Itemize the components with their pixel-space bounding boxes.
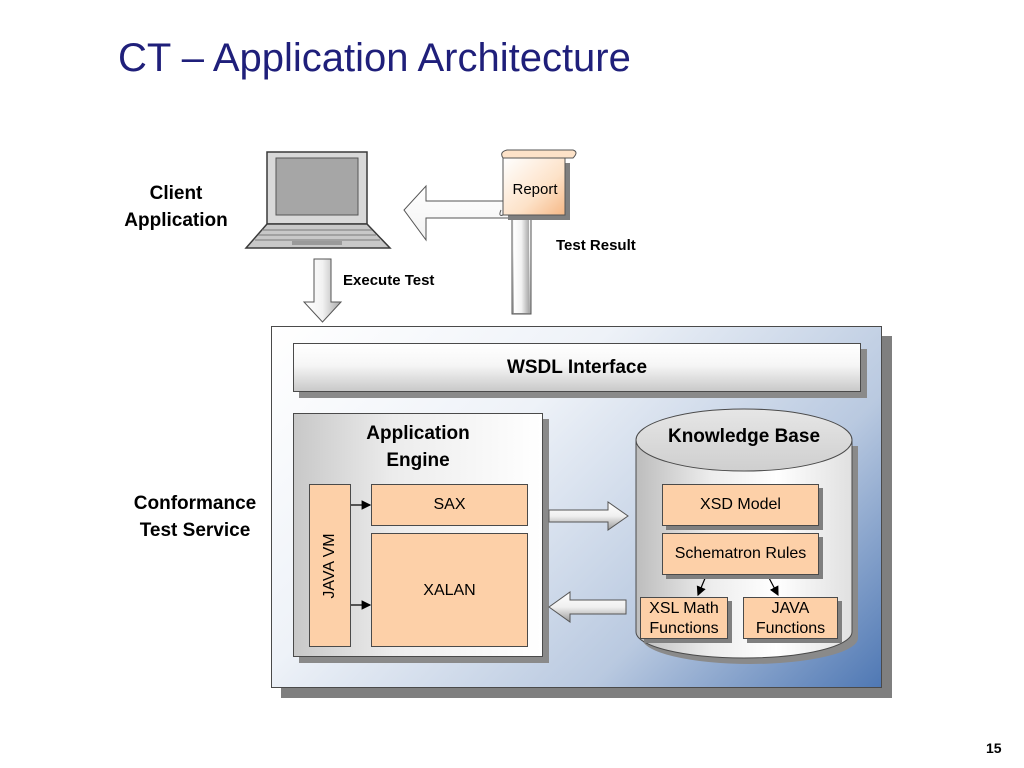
java-functions-box: JAVA Functions [743, 597, 838, 639]
client-label-line1: Client [149, 183, 203, 204]
xsl-math-line2: Functions [649, 620, 719, 637]
knowledge-base-title: Knowledge Base [667, 426, 821, 447]
kb-to-engine-arrow [548, 591, 627, 623]
xsl-math-functions-box: XSL Math Functions [640, 597, 728, 639]
sax-box: SAX [371, 484, 528, 526]
report-scroll-icon [499, 149, 577, 220]
engine-to-kb-arrow [548, 501, 629, 531]
service-label-line1: Conformance [133, 493, 257, 514]
xalan-box: XALAN [371, 533, 528, 647]
wsdl-interface-label: WSDL Interface [506, 356, 648, 378]
engine-title-line2: Engine [386, 450, 450, 471]
schematron-rules-label: Schematron Rules [674, 545, 807, 562]
wsdl-interface-box: WSDL Interface [293, 343, 861, 392]
slide-title: CT – Application Architecture [118, 36, 631, 80]
engine-title-line1: Application [366, 423, 470, 444]
test-result-label: Test Result [556, 237, 636, 254]
client-label-line2: Application [124, 210, 228, 231]
schematron-to-xsl-connector [696, 575, 707, 597]
report-label: Report [512, 181, 558, 198]
xsl-math-line1: XSL Math [649, 600, 719, 617]
service-label-line2: Test Service [139, 520, 251, 541]
page-number: 15 [986, 740, 1002, 756]
schematron-to-java-connector [767, 575, 779, 597]
sax-label: SAX [433, 496, 466, 513]
java-functions-line1: JAVA [771, 600, 810, 617]
java-functions-line2: Functions [755, 620, 826, 637]
xalan-label: XALAN [423, 582, 476, 599]
xsd-model-box: XSD Model [662, 484, 819, 526]
laptop-icon [244, 151, 392, 249]
execute-test-label: Execute Test [343, 272, 435, 289]
application-engine-title: Application Engine [293, 420, 543, 474]
client-application-label: Client Application [108, 180, 244, 234]
conformance-test-service-label: Conformance Test Service [112, 490, 278, 544]
test-result-arrow [403, 184, 532, 315]
execute-test-arrow [302, 258, 343, 323]
xsd-model-label: XSD Model [700, 496, 781, 513]
schematron-rules-box: Schematron Rules [662, 533, 819, 575]
java-vm-box: JAVA VM [309, 484, 351, 647]
